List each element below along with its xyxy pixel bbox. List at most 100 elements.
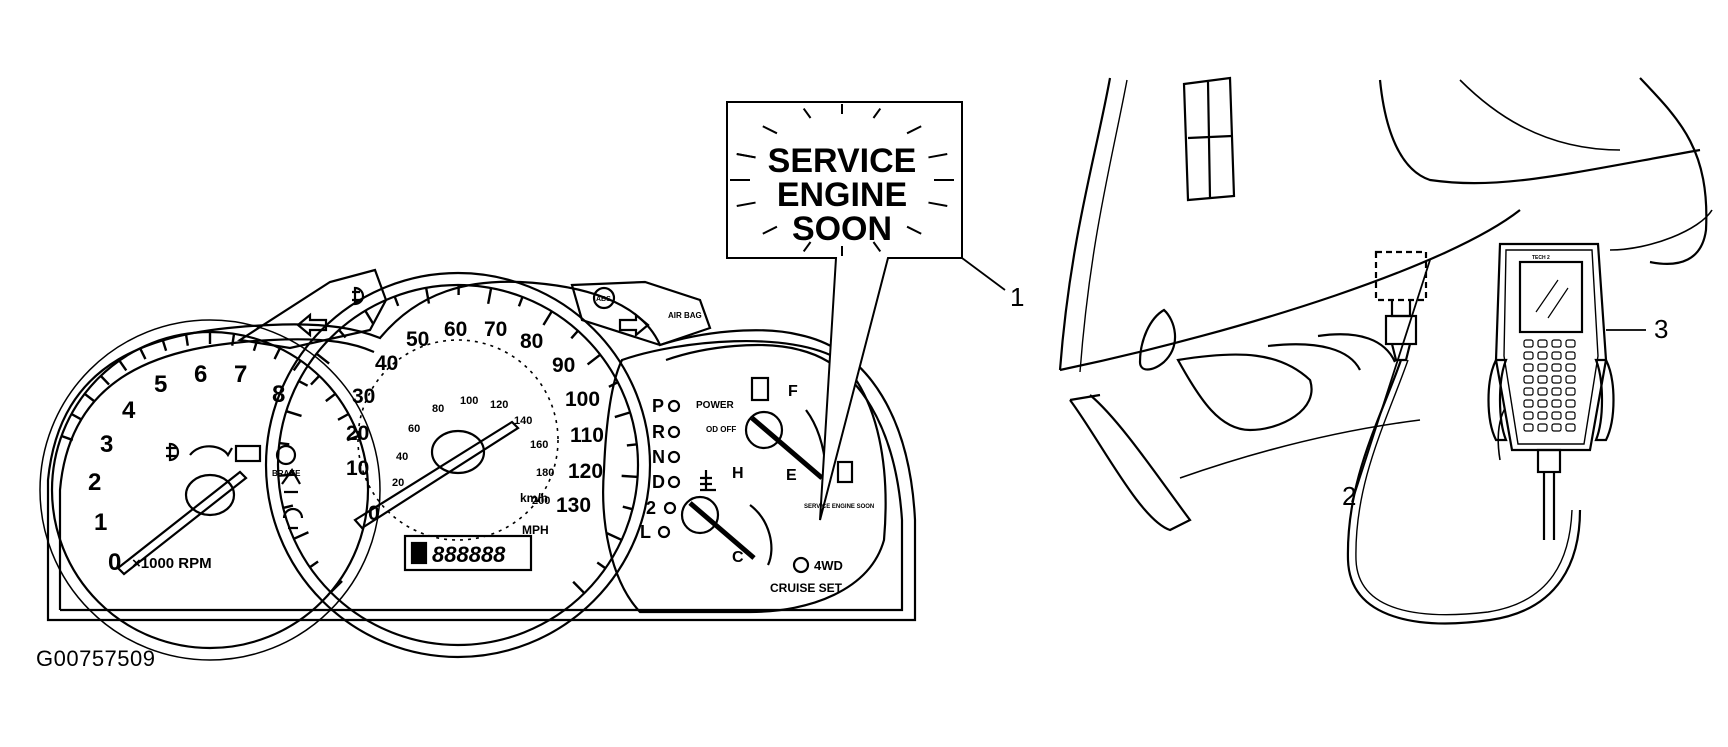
speedo-tick xyxy=(365,311,373,325)
tach-tick xyxy=(186,334,188,346)
steering-wheel-rim xyxy=(1610,210,1712,250)
kmh-unit: km/h xyxy=(520,491,548,505)
kmh-40: 40 xyxy=(396,451,408,463)
speedo-tick xyxy=(573,582,584,593)
gear-r: R xyxy=(652,422,665,442)
mph-130: 130 xyxy=(556,494,591,517)
mph-unit: MPH xyxy=(522,523,549,537)
odometer-readout: 888888 xyxy=(432,542,506,567)
gear-d: D xyxy=(652,472,665,492)
speedo-tick xyxy=(426,288,429,304)
kmh-160: 160 xyxy=(530,439,548,451)
sign-line-soon: SOON xyxy=(792,210,892,248)
tach-num-5: 5 xyxy=(154,371,167,398)
column-contour xyxy=(1460,80,1620,150)
tach-num-7: 7 xyxy=(234,361,247,388)
dash-edge-inner xyxy=(1080,80,1127,372)
mph-10: 10 xyxy=(346,457,369,480)
speedo-tick xyxy=(279,443,289,444)
vent-grid xyxy=(1188,82,1232,198)
tach-tick xyxy=(275,348,280,359)
speedo-tick xyxy=(588,355,601,365)
scan-tool-cable xyxy=(1544,472,1554,540)
speedometer-mph-numbers: 0 10 20 30 40 50 60 70 80 90 100 110 120… xyxy=(346,318,604,525)
tach-unit: ×1000 RPM xyxy=(132,555,212,572)
tach-tick xyxy=(71,414,82,420)
tachometer-ticks xyxy=(62,332,359,440)
callout-2-leader xyxy=(1352,260,1430,502)
dash-lower-edge xyxy=(1060,210,1520,370)
mini-service-engine-soon: SERVICE ENGINE SOON xyxy=(804,504,874,510)
tach-tick xyxy=(140,348,145,359)
temp-gauge-needle xyxy=(690,503,754,558)
speedo-tick xyxy=(286,411,301,416)
tach-tick xyxy=(119,361,126,371)
gear-p: P xyxy=(652,396,664,416)
brake-pedal xyxy=(1178,355,1312,430)
callout-1-leader xyxy=(962,258,1005,290)
sign-line-service: SERVICE xyxy=(768,142,917,180)
right-arrow-icon xyxy=(620,315,648,335)
speedo-tick xyxy=(519,297,523,306)
speedo-tick xyxy=(597,563,605,569)
speedo-tick xyxy=(623,507,633,509)
kmh-60: 60 xyxy=(408,423,420,435)
scan-tool-connector xyxy=(1538,450,1560,472)
kmh-120: 120 xyxy=(490,399,508,411)
gear-lamp-n xyxy=(669,452,679,462)
floor-contour xyxy=(1180,420,1420,478)
airbag-label: AIR BAG xyxy=(668,311,702,320)
headlight-icon xyxy=(166,444,178,460)
kmh-100: 100 xyxy=(460,395,478,407)
dash-underside xyxy=(1060,78,1712,623)
tach-tick xyxy=(85,394,95,401)
figure-id: G00757509 xyxy=(36,646,156,672)
speedo-tick xyxy=(543,311,551,325)
gear-2: 2 xyxy=(646,498,656,518)
kick-panel-vent xyxy=(1140,310,1175,370)
tach-num-4: 4 xyxy=(122,397,136,424)
mph-90: 90 xyxy=(552,354,575,377)
cruise-set-label: CRUISE SET xyxy=(770,581,843,595)
tach-num-8: 8 xyxy=(272,381,285,408)
speedo-tick xyxy=(294,532,309,539)
fuel-empty-label: E xyxy=(786,467,797,484)
mph-120: 120 xyxy=(568,460,603,483)
fuel-full-label: F xyxy=(788,383,798,400)
mph-100: 100 xyxy=(565,388,600,411)
tach-tick xyxy=(326,394,336,401)
gear-lamp-r xyxy=(669,427,679,437)
brake-label: BRAKE xyxy=(272,469,301,478)
power-label: POWER xyxy=(696,400,735,411)
scan-tool-brand: TECH 2 xyxy=(1532,255,1550,261)
tach-num-0: 0 xyxy=(108,549,121,576)
mph-40: 40 xyxy=(375,352,398,375)
speedo-tick xyxy=(310,562,318,568)
dash-edge xyxy=(1060,78,1110,370)
speedo-tick xyxy=(615,412,630,417)
gear-lamp-p xyxy=(669,401,679,411)
tach-num-6: 6 xyxy=(194,361,207,388)
callout-3: 3 xyxy=(1654,314,1668,344)
sign-line-engine: ENGINE xyxy=(777,176,907,214)
mph-110: 110 xyxy=(570,424,604,447)
mph-50: 50 xyxy=(406,328,429,351)
kmh-180: 180 xyxy=(536,467,554,479)
left-turn-pod xyxy=(240,270,386,348)
speedo-tick xyxy=(571,331,578,338)
mph-80: 80 xyxy=(520,330,543,353)
mph-70: 70 xyxy=(484,318,507,341)
speedo-tick xyxy=(607,533,622,540)
abs-label: ABS xyxy=(596,296,611,303)
kmh-80: 80 xyxy=(432,403,444,415)
speedo-tick xyxy=(627,444,637,445)
4wd-label: 4WD xyxy=(814,558,843,573)
tach-num-1: 1 xyxy=(94,509,107,536)
dlc-plug-top xyxy=(1392,300,1410,316)
tachometer-numbers: 0 1 2 3 4 5 6 7 8 xyxy=(88,361,285,576)
speedo-tick xyxy=(331,581,342,592)
gear-n: N xyxy=(652,447,665,467)
speedo-tick xyxy=(488,288,491,304)
